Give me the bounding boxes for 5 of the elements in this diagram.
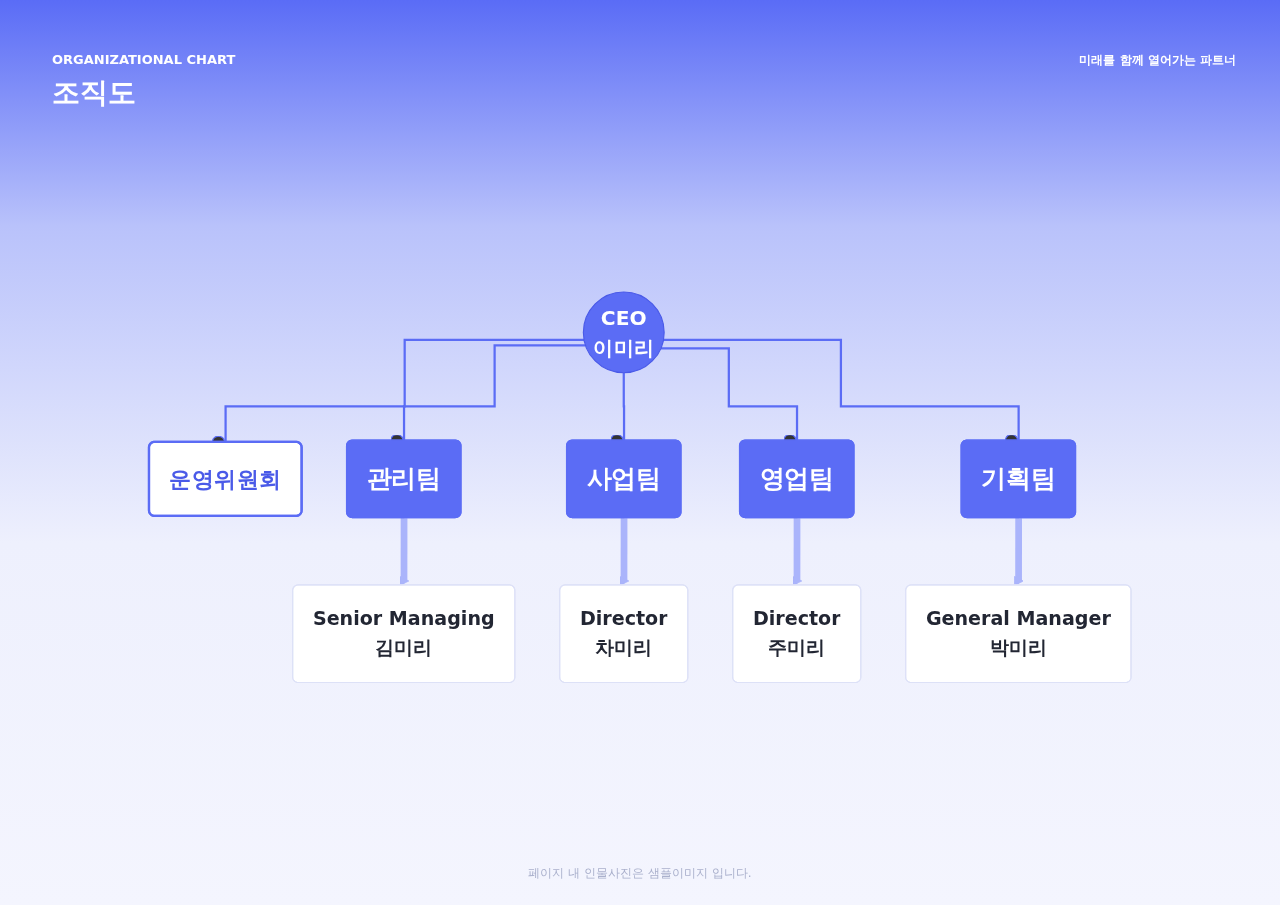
- tagline: 미래를 함께 열어가는 파트너: [1079, 52, 1236, 69]
- subtitle: ORGANIZATIONAL CHART: [52, 52, 236, 67]
- node-circle: CEO 이미리: [582, 291, 665, 374]
- chart-title: 조직도: [52, 75, 136, 111]
- caption: 페이지 내 인물사진은 샘플이미지 입니다.: [527, 865, 753, 882]
